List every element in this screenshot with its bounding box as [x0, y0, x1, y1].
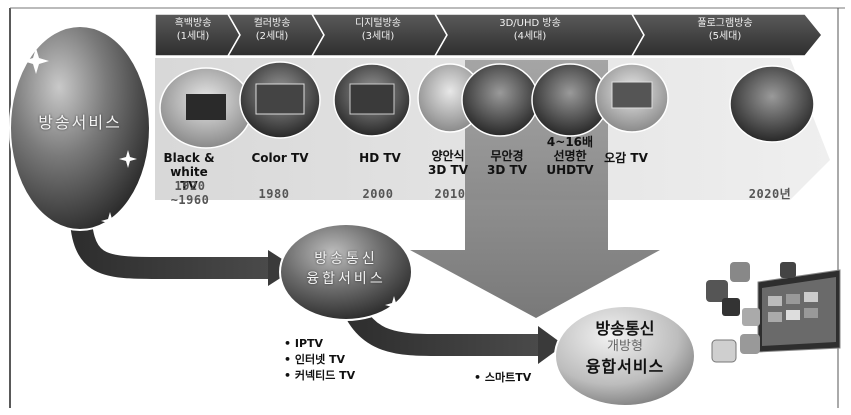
- year-label-5: 2020년: [748, 187, 792, 201]
- smart-tv-illustration: [706, 262, 841, 363]
- glassless-3d-photo: [461, 63, 539, 137]
- era-segment-5: [630, 13, 823, 57]
- hologram-photo: [729, 65, 815, 143]
- broadcast-service-ball: [9, 25, 151, 231]
- era-label-5: 풀로그램방송 (5세대): [697, 18, 753, 42]
- convergence-service-ball: [279, 223, 413, 321]
- era-band: [154, 13, 823, 57]
- year-label-1: 1920 ~1960: [170, 179, 210, 207]
- app-icon-7: [780, 262, 796, 278]
- open-convergence-label-1: 방송통신: [595, 319, 655, 338]
- app-icon-5: [711, 339, 737, 363]
- tv-label-bw: Black & white TV: [163, 151, 215, 193]
- sparkle-2: [119, 150, 137, 168]
- tv-photos: [159, 61, 815, 149]
- sparkle-4: [385, 296, 403, 314]
- tv-label-sensory: 오감 TV: [604, 151, 648, 165]
- smart-tv-example: • 스마트TV: [474, 371, 532, 384]
- app-icon-4: [742, 308, 760, 326]
- sensory-tv-screen: [611, 81, 653, 109]
- app-tile-1: [768, 296, 782, 306]
- era-label-4: 3D/UHD 방송 (4세대): [499, 18, 561, 42]
- year-label-3: 2000: [362, 187, 394, 201]
- sparkle-3: [101, 212, 119, 230]
- era-label-1: 흑백방송 (1세대): [174, 18, 212, 42]
- tv-label-hd: HD TV: [359, 151, 401, 165]
- sparkle-1: [23, 48, 49, 74]
- app-icon-3: [722, 298, 740, 316]
- open-convergence-label-2: 개방형: [607, 339, 643, 354]
- tv-label-color: Color TV: [251, 151, 309, 165]
- app-icon-2: [730, 262, 750, 282]
- app-tile-3: [804, 292, 818, 302]
- open-convergence-label-3: 융합서비스: [585, 357, 665, 376]
- tv-label-glassless-3d: 무안경 3D TV: [487, 149, 527, 177]
- app-tile-6: [804, 308, 818, 318]
- hd-tv-screen: [349, 83, 395, 115]
- bw-tv-screen: [186, 94, 226, 120]
- convergence-service-label: 방송통신 융합서비스: [306, 251, 386, 287]
- app-tile-4: [768, 312, 782, 322]
- color-tv-screen: [255, 83, 305, 115]
- app-icon-6: [740, 334, 760, 354]
- broadcast-service-label: 방송서비스: [38, 113, 122, 132]
- convergence-examples: • IPTV • 인터넷 TV • 커넥티드 TV: [284, 337, 356, 382]
- app-tile-5: [786, 310, 800, 320]
- sparkles: [23, 48, 137, 230]
- year-label-2: 1980: [258, 187, 290, 201]
- open-convergence-ball: [554, 305, 696, 407]
- era-label-3: 디지털방송 (3세대): [355, 18, 401, 42]
- app-tile-2: [786, 294, 800, 304]
- era-label-2: 컬러방송 (2세대): [253, 18, 291, 42]
- app-icon-1: [706, 280, 728, 302]
- tv-label-stereo-3d: 양안식 3D TV: [428, 149, 468, 177]
- year-label-4: 2010: [434, 187, 466, 201]
- tv-label-uhdtv: 4~16배 선명한 UHDTV: [546, 135, 594, 177]
- curved-arrowhead-2: [538, 326, 564, 364]
